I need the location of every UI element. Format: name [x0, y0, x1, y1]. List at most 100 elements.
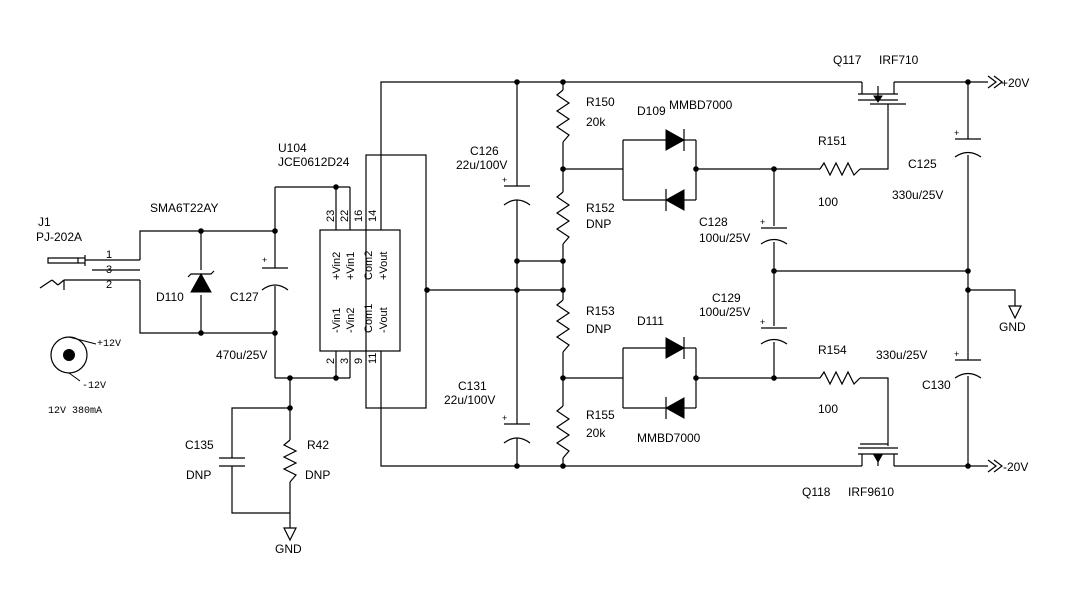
c128-value: 100u/25V: [699, 231, 750, 245]
pin-name-com1: Com1: [363, 304, 375, 333]
r151-ref: R151: [818, 134, 847, 148]
pin-name-com2: Com2: [363, 251, 375, 280]
c127-plus: +: [262, 255, 267, 265]
resistor-r151: [774, 104, 889, 177]
output-rails: [380, 81, 1016, 467]
plus-12v-label: +12V: [97, 339, 121, 350]
r42-ref: R42: [307, 438, 329, 452]
c126-ref: C126: [470, 144, 499, 158]
d109-part: MMBD7000: [669, 98, 733, 112]
port-minus-20v: [987, 459, 1003, 473]
pin-14: 14: [367, 210, 379, 222]
port-plus-20v-label: +20V: [1001, 76, 1029, 90]
r154-ref: R154: [818, 343, 847, 357]
capacitor-c125: [954, 138, 982, 158]
pin-name-voutn: -Vout: [378, 307, 390, 333]
u104-ref: U104: [278, 141, 307, 155]
pin-16: 16: [353, 210, 365, 222]
c129-value: 100u/25V: [699, 305, 750, 319]
resistor-r154: [774, 370, 889, 446]
capacitor-c135: [219, 457, 245, 467]
resistor-r153: [555, 299, 571, 353]
connector-j1: [39, 255, 140, 290]
c135-ref: C135: [185, 438, 214, 452]
c131-plus: +: [502, 413, 507, 423]
q117-ref: Q117: [833, 53, 862, 67]
q117-part: IRF710: [879, 53, 919, 67]
pin-name-vin1n: -Vin1: [331, 308, 343, 333]
ground-symbol-bottom: [283, 527, 297, 542]
gnd-right-label: GND: [999, 320, 1026, 334]
ground-symbol-right: [1008, 305, 1022, 320]
mosfet-q117: [858, 82, 906, 105]
pin-name-vin1p: +Vin1: [345, 252, 357, 280]
resistor-r155: [555, 405, 571, 459]
d111-part: MMBD7000: [637, 431, 701, 445]
j1-pin3: 3: [106, 264, 112, 276]
port-minus-20v-label: -20V: [1003, 460, 1028, 474]
capacitor-c128: [760, 227, 788, 245]
c128-ref: C128: [699, 215, 728, 229]
c126-value: 22u/100V: [456, 158, 507, 172]
c127-ref: C127: [230, 290, 259, 304]
c135-value: DNP: [186, 468, 211, 482]
c127-value: 470u/25V: [216, 348, 267, 362]
junction-dots: [198, 79, 971, 469]
pin-3: 3: [339, 358, 351, 364]
j1-pin2: 2: [106, 279, 112, 291]
port-plus-20v: [987, 75, 1003, 89]
u104-part: JCE0612D24: [278, 155, 350, 169]
r42-value: DNP: [305, 468, 330, 482]
c129-plus: +: [760, 317, 765, 327]
resistor-r42: [282, 439, 298, 483]
capacitor-c131: [503, 423, 531, 444]
polarity-symbol: [50, 336, 97, 382]
resistor-r152: [555, 191, 571, 245]
c125-value: 330u/25V: [892, 188, 943, 202]
j1-part: PJ-202A: [36, 230, 82, 244]
pin-name-vin2n: -Vin2: [345, 308, 357, 333]
pin-9: 9: [353, 358, 365, 364]
r152-value: DNP: [586, 217, 611, 231]
r155-ref: R155: [586, 408, 615, 422]
c129-ref: C129: [712, 291, 741, 305]
input-wiring: [139, 186, 351, 528]
tvs-diode-d110: [187, 270, 215, 293]
pin-22: 22: [339, 210, 351, 222]
d110-ref: D110: [156, 290, 184, 304]
gnd-bottom-label: GND: [275, 542, 302, 556]
j1-pin1: 1: [106, 249, 112, 261]
r153-ref: R153: [586, 304, 615, 318]
c131-ref: C131: [458, 379, 487, 393]
capacitor-c129: [760, 327, 788, 345]
q118-ref: Q118: [802, 485, 831, 499]
converter-u104: [319, 154, 427, 409]
c130-value: 330u/25V: [876, 348, 927, 362]
r150-ref: R150: [586, 95, 615, 109]
minus-12v-label: -12V: [82, 381, 106, 392]
mosfet-q118: [858, 443, 898, 466]
pin-name-voutp: +Vout: [378, 252, 390, 280]
c125-ref: C125: [908, 157, 937, 171]
c130-ref: C130: [922, 378, 951, 392]
supply-rating: 12V 380mA: [48, 406, 102, 417]
pin-name-vin2p: +Vin2: [331, 252, 343, 280]
c130-plus: +: [954, 349, 959, 359]
c128-plus: +: [760, 217, 765, 227]
pin-23: 23: [325, 210, 337, 222]
pin-11: 11: [367, 353, 379, 364]
r154-value: 100: [818, 402, 838, 416]
pin-2: 2: [325, 358, 337, 364]
capacitor-c127: [261, 267, 289, 291]
q118-part: IRF9610: [848, 485, 894, 499]
c125-plus: +: [954, 128, 959, 138]
r153-value: DNP: [586, 322, 611, 336]
resistor-r150: [555, 89, 571, 143]
capacitor-c126: [503, 185, 531, 206]
r152-ref: R152: [586, 201, 615, 215]
d111-ref: D111: [637, 314, 664, 328]
d110-part: SMA6T22AY: [150, 201, 218, 215]
c126-plus: +: [502, 175, 507, 185]
capacitor-c130: [954, 359, 982, 379]
